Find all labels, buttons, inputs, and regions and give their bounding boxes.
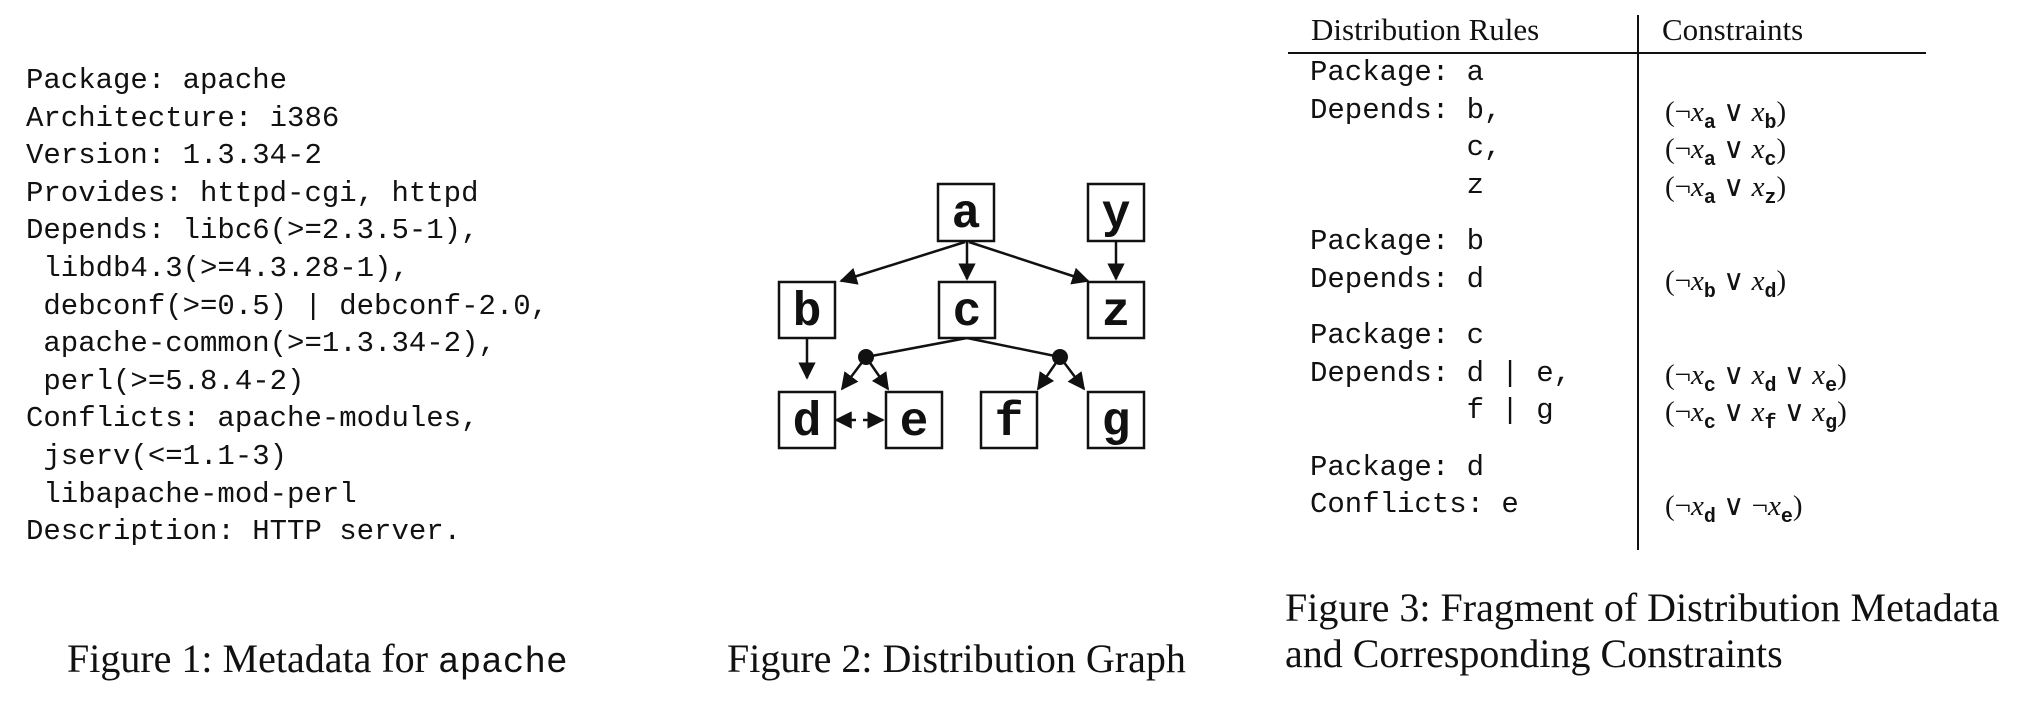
node-d-box [777,390,837,450]
header-rule-line [1288,52,1926,54]
metadata-line: Provides: httpd-cgi, httpd [26,176,479,210]
node-e-label: e [900,396,929,450]
constraint-formula: (¬xa ∨ xc) [1665,133,1787,172]
metadata-line: jserv(<=1.1-3) [26,439,288,473]
constraint-formula: (¬xc ∨ xd ∨ xe) [1665,359,1847,398]
constraint-formula: (¬xa ∨ xb) [1665,96,1787,135]
metadata-line: libapache-mod-perl [26,477,357,511]
metadata-line: Version: 1.3.34-2 [26,139,322,173]
node-z-label: z [1102,286,1131,340]
metadata-line: Package: apache [26,64,288,97]
rule-line: f | g [1310,394,1554,427]
rule-line: z [1310,168,1485,202]
node-b-box [777,280,837,340]
constraint-formula: (¬xa ∨ xz) [1665,171,1787,210]
metadata-line: Architecture: i386 [26,101,340,135]
metadata-line: perl(>=5.8.4-2) [26,364,305,398]
rule-line: Package: d [1310,450,1485,484]
node-g-label: g [1102,396,1131,450]
rule-line: Package: a [1310,56,1485,89]
rule-line: Depends: b, [1310,93,1502,127]
figure-2-distribution-graph: a y b c z d e f g [777,182,1146,450]
junction-f-or-g [1052,349,1068,365]
figure-1-caption-text: Figure 1: Metadata for [67,636,438,681]
rule-line: Depends: d [1310,262,1485,296]
metadata-line: Depends: libc6(>=2.3.5-1), [26,214,479,248]
metadata-line: Description: HTTP server. [26,515,462,549]
rule-line: Conflicts: e [1310,488,1519,521]
node-f-box [979,390,1039,450]
figure-1-metadata: Package: apache Architecture: i386 Versi… [26,62,548,551]
node-z-box [1086,280,1146,340]
node-a-label: a [952,188,981,242]
junction-d-or-e [858,349,874,365]
edge-a-b [839,240,966,285]
distribution-rules: Package: a Depends: b, c, z Package: b D… [1310,54,1571,524]
header-distribution-rules: Distribution Rules [1311,12,1540,47]
edge-c-junction-fg [966,336,1061,359]
node-y-box [1086,182,1146,243]
edge-c-junction-de [865,336,968,359]
node-d-label: d [793,396,822,450]
node-f-label: f [995,396,1024,450]
figure-1-caption-code: apache [438,642,568,683]
metadata-line: Conflicts: apache-modules, [26,402,479,436]
column-divider [1637,15,1639,550]
node-g-box [1086,390,1146,450]
node-e-box [884,390,944,450]
node-y-label: y [1102,188,1131,242]
figure-3-caption: Figure 3: Fragment of Distribution Metad… [1285,585,2000,676]
constraint-formula: (¬xb ∨ xd) [1665,265,1787,304]
metadata-line: apache-common(>=1.3.34-2), [26,327,496,361]
node-a-box [936,182,996,243]
node-b-label: b [793,286,822,340]
metadata-line: libdb4.3(>=4.3.28-1), [26,251,409,285]
rule-line: Depends: d | e, [1310,356,1572,390]
metadata-line: debconf(>=0.5) | debconf-2.0, [26,289,549,323]
rule-line: Package: c [1310,319,1485,352]
rule-line: Package: b [1310,225,1485,258]
edge-a-z [968,240,1090,285]
rule-line: c, [1310,131,1502,164]
constraint-formula: (¬xc ∨ xf ∨ xg) [1665,396,1847,435]
header-constraints: Constraints [1662,12,1804,47]
constraint-formula: (¬xd ∨ ¬xe) [1665,490,1803,529]
node-c-box [937,280,997,340]
node-c-label: c [953,286,982,340]
figure-2-caption: Figure 2: Distribution Graph [727,636,1186,681]
figure-3-table: Distribution Rules Constraints Package: … [1285,10,1926,550]
figure-1-caption: Figure 1: Metadata for apache [67,635,568,683]
